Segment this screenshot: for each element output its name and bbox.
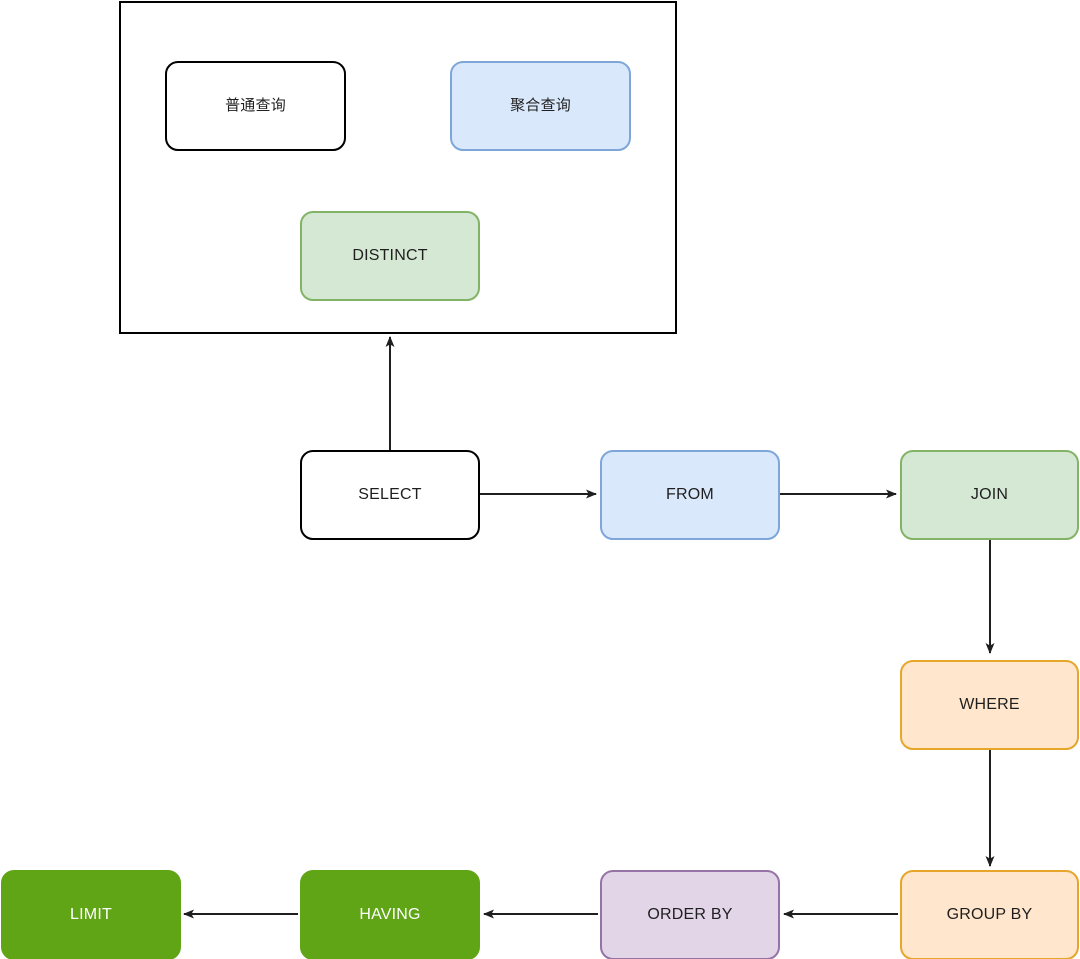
node-join-label: JOIN: [970, 486, 1009, 504]
node-join[interactable]: JOIN: [900, 450, 1079, 540]
node-select-label: SELECT: [358, 486, 422, 504]
node-where[interactable]: WHERE: [900, 660, 1079, 750]
node-select[interactable]: SELECT: [300, 450, 480, 540]
node-limit[interactable]: LIMIT: [1, 870, 181, 959]
node-group-by[interactable]: GROUP BY: [900, 870, 1079, 959]
node-limit-label: LIMIT: [70, 906, 112, 924]
node-where-label: WHERE: [959, 696, 1020, 714]
node-normal-query-label: 普通查询: [225, 97, 286, 114]
node-from-label: FROM: [666, 486, 714, 504]
node-order-by[interactable]: ORDER BY: [600, 870, 780, 959]
node-aggregate-query-label: 聚合查询: [510, 97, 571, 114]
node-from[interactable]: FROM: [600, 450, 780, 540]
node-aggregate-query[interactable]: 聚合查询: [450, 61, 631, 151]
node-order-by-label: ORDER BY: [647, 906, 733, 924]
node-group-by-label: GROUP BY: [946, 906, 1033, 924]
node-distinct-label: DISTINCT: [352, 247, 428, 265]
node-normal-query[interactable]: 普通查询: [165, 61, 346, 151]
node-having[interactable]: HAVING: [300, 870, 480, 959]
node-distinct[interactable]: DISTINCT: [300, 211, 480, 301]
node-having-label: HAVING: [359, 906, 421, 924]
